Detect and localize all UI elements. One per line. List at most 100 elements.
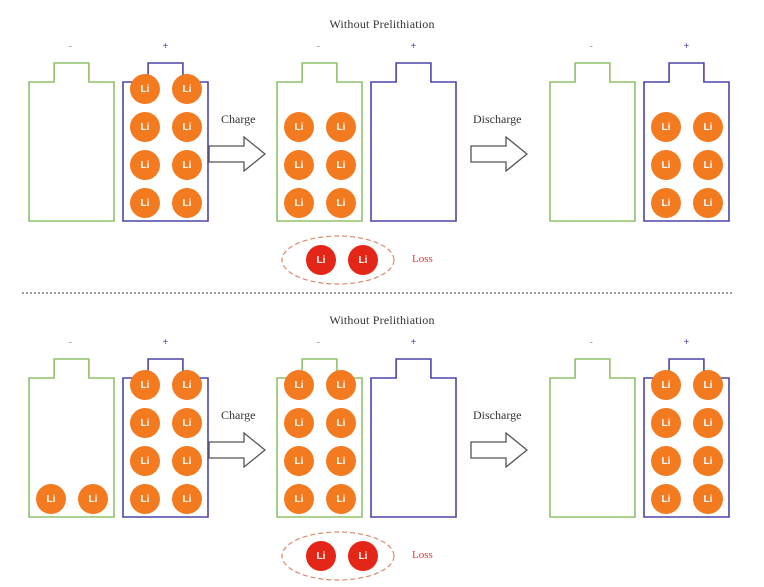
li-ion: Li <box>651 370 681 400</box>
li-ion: Li <box>172 370 202 400</box>
li-ion: Li <box>130 188 160 218</box>
li-ion: Li <box>326 446 356 476</box>
section-divider <box>22 292 732 294</box>
anode-sign: - <box>68 41 72 52</box>
li-ion: Li <box>172 484 202 514</box>
anode-cell <box>276 62 363 222</box>
cell-outline <box>370 62 457 222</box>
cell-shape <box>643 62 730 222</box>
li-ion: Li <box>284 150 314 180</box>
li-ion: Li <box>651 188 681 218</box>
li-ion: Li <box>36 484 66 514</box>
li-loss <box>280 234 396 291</box>
cathode-cell <box>370 358 457 518</box>
charge-arrow-icon <box>208 431 267 473</box>
li-ion-group: Li Li <box>36 484 108 514</box>
li-ion: Li <box>130 74 160 104</box>
lost-li-ion: Li <box>348 541 378 571</box>
charge-label: Charge <box>221 112 256 126</box>
cell-shape <box>549 358 636 518</box>
arrow-shape <box>470 135 529 173</box>
anode-cell <box>28 62 115 222</box>
discharge-label: Discharge <box>473 112 522 126</box>
li-ion: Li <box>172 150 202 180</box>
li-ion: Li <box>284 484 314 514</box>
cathode-sign: + <box>410 337 417 348</box>
cathode-cell <box>643 62 730 222</box>
arrow-shape <box>470 431 529 469</box>
discharge-label: Discharge <box>473 408 522 422</box>
charge-label: Charge <box>221 408 256 422</box>
anode-sign: - <box>316 337 320 348</box>
li-ion: Li <box>326 408 356 438</box>
arrow-shape <box>208 431 267 469</box>
anode-cell <box>549 62 636 222</box>
li-ion: Li <box>326 150 356 180</box>
li-ion: Li <box>326 484 356 514</box>
cathode-sign: + <box>683 41 690 52</box>
li-ion: Li <box>651 112 681 142</box>
li-ion: Li <box>693 112 723 142</box>
li-ion: Li <box>284 112 314 142</box>
loss-label: Loss <box>412 549 433 561</box>
li-ion: Li <box>284 188 314 218</box>
li-ion: Li <box>130 408 160 438</box>
cell-shape <box>276 62 363 222</box>
li-ion: Li <box>651 408 681 438</box>
loss-label: Loss <box>412 253 433 265</box>
cell-outline <box>28 358 115 518</box>
loss-ellipse <box>281 235 395 285</box>
li-ion: Li <box>130 112 160 142</box>
li-ion: Li <box>693 408 723 438</box>
li-ion: Li <box>651 446 681 476</box>
cell-outline <box>549 62 636 222</box>
cell-shape <box>28 62 115 222</box>
li-ion: Li <box>130 370 160 400</box>
cell-shape <box>28 358 115 518</box>
li-ion: Li <box>172 112 202 142</box>
anode-sign: - <box>589 41 593 52</box>
lost-li-ion: Li <box>306 245 336 275</box>
li-loss <box>280 530 396 587</box>
li-ion: Li <box>651 150 681 180</box>
li-ion: Li <box>326 112 356 142</box>
li-ion: Li <box>651 484 681 514</box>
li-ion: Li <box>130 446 160 476</box>
li-ion: Li <box>693 484 723 514</box>
anode-sign: - <box>316 41 320 52</box>
cathode-sign: + <box>162 41 169 52</box>
discharge-arrow-icon <box>470 135 529 177</box>
arrow-shape <box>208 135 267 173</box>
li-ion: Li <box>284 446 314 476</box>
li-ion: Li <box>284 370 314 400</box>
li-ion: Li <box>326 188 356 218</box>
li-ion: Li <box>693 188 723 218</box>
loss-ellipse-outline <box>281 531 395 581</box>
li-ion: Li <box>693 150 723 180</box>
cathode-sign: + <box>162 337 169 348</box>
cell-outline <box>276 62 363 222</box>
cathode-sign: + <box>683 337 690 348</box>
cathode-cell <box>370 62 457 222</box>
li-ion: Li <box>130 484 160 514</box>
li-ion: Li <box>693 370 723 400</box>
li-ion: Li <box>130 150 160 180</box>
charge-arrow-icon <box>208 135 267 177</box>
anode-cell <box>28 358 115 518</box>
li-ion: Li <box>78 484 108 514</box>
li-ion: Li <box>172 188 202 218</box>
li-ion: Li <box>284 408 314 438</box>
loss-ellipse <box>281 531 395 581</box>
li-ion: Li <box>172 408 202 438</box>
anode-sign: - <box>68 337 72 348</box>
panel-title: Without Prelithiation <box>329 313 435 327</box>
cell-shape <box>549 62 636 222</box>
cell-outline <box>370 358 457 518</box>
